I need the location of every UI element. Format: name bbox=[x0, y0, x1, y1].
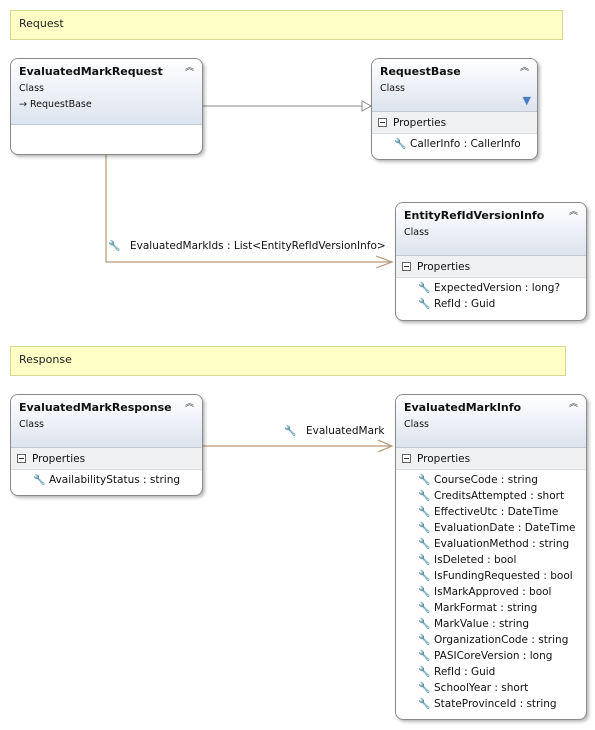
double-chevron-up-icon[interactable]: ︽ bbox=[184, 399, 194, 409]
section-label: Properties bbox=[393, 116, 447, 129]
section-properties[interactable]: Properties bbox=[396, 448, 586, 470]
property-item[interactable]: 🔧IsDeleted : bool bbox=[418, 554, 517, 566]
inherit-arrow-icon: → bbox=[19, 99, 27, 110]
property-item[interactable]: 🔧SchoolYear : short bbox=[418, 682, 529, 694]
section-properties[interactable]: Properties bbox=[11, 448, 202, 470]
wrench-icon: 🔧 bbox=[418, 634, 431, 646]
wrench-icon: 🔧 bbox=[418, 570, 431, 582]
property-item[interactable]: 🔧ExpectedVersion : long? bbox=[418, 282, 561, 294]
section-label: Properties bbox=[417, 452, 471, 465]
property-item[interactable]: 🔧StateProvinceId : string bbox=[418, 698, 557, 710]
inheritance-arrowhead bbox=[361, 100, 373, 112]
section-properties[interactable]: Properties bbox=[372, 112, 537, 134]
collapse-section-icon[interactable] bbox=[402, 262, 411, 271]
association-arrow-ids bbox=[375, 255, 394, 269]
wrench-icon: 🔧 bbox=[418, 554, 431, 566]
collapse-section-icon[interactable] bbox=[17, 454, 26, 463]
class-stereotype: Class bbox=[19, 83, 44, 94]
wrench-icon: 🔧 bbox=[418, 490, 431, 502]
wrench-icon: 🔧 bbox=[33, 474, 46, 486]
association-label-evaluated-mark[interactable]: 🔧 EvaluatedMark bbox=[284, 425, 385, 437]
wrench-icon: 🔧 bbox=[418, 698, 431, 710]
wrench-icon: 🔧 bbox=[418, 298, 431, 310]
class-stereotype: Class bbox=[404, 419, 429, 430]
property-item[interactable]: 🔧OrganizationCode : string bbox=[418, 634, 569, 646]
wrench-icon: 🔧 bbox=[418, 538, 431, 550]
property-item[interactable]: 🔧PASICoreVersion : long bbox=[418, 650, 553, 662]
note-request[interactable]: Request bbox=[10, 10, 563, 40]
wrench-icon: 🔧 bbox=[418, 682, 431, 694]
double-chevron-up-icon[interactable]: ︽ bbox=[568, 207, 578, 217]
property-item[interactable]: 🔧EvaluationDate : DateTime bbox=[418, 522, 576, 534]
class-base: → RequestBase bbox=[19, 99, 92, 110]
wrench-icon: 🔧 bbox=[418, 618, 431, 630]
class-evaluated-mark-response[interactable]: EvaluatedMarkResponse Class ︽ Properties… bbox=[10, 394, 203, 496]
property-item[interactable]: 🔧EffectiveUtc : DateTime bbox=[418, 506, 559, 518]
section-label: Properties bbox=[32, 452, 86, 465]
association-line-ids bbox=[105, 155, 392, 263]
property-item[interactable]: 🔧RefId : Guid bbox=[418, 298, 496, 310]
wrench-icon: 🔧 bbox=[108, 240, 121, 252]
class-name: RequestBase bbox=[380, 65, 461, 78]
class-request-base[interactable]: RequestBase Class ︽ ▼ Properties 🔧Caller… bbox=[371, 58, 538, 160]
double-chevron-up-icon[interactable]: ︽ bbox=[519, 63, 529, 73]
association-arrow-mark bbox=[377, 439, 394, 453]
class-evaluated-mark-request[interactable]: EvaluatedMarkRequest Class → RequestBase… bbox=[10, 58, 203, 155]
wrench-icon: 🔧 bbox=[418, 282, 431, 294]
property-item[interactable]: 🔧CallerInfo : CallerInfo bbox=[394, 138, 521, 150]
property-item[interactable]: 🔧RefId : Guid bbox=[418, 666, 496, 678]
wrench-icon: 🔧 bbox=[418, 650, 431, 662]
wrench-icon: 🔧 bbox=[418, 602, 431, 614]
property-item[interactable]: 🔧MarkFormat : string bbox=[418, 602, 538, 614]
property-item[interactable]: 🔧EvaluationMethod : string bbox=[418, 538, 570, 550]
class-evaluated-mark-info[interactable]: EvaluatedMarkInfo Class ︽ Properties 🔧Co… bbox=[395, 394, 587, 720]
wrench-icon: 🔧 bbox=[284, 425, 297, 437]
class-name: EvaluatedMarkInfo bbox=[404, 401, 522, 414]
double-chevron-up-icon[interactable]: ︽ bbox=[568, 399, 578, 409]
note-request-text: Request bbox=[19, 17, 64, 30]
section-properties[interactable]: Properties bbox=[396, 256, 586, 278]
class-stereotype: Class bbox=[380, 83, 405, 94]
collapse-section-icon[interactable] bbox=[378, 118, 387, 127]
class-name: EvaluatedMarkRequest bbox=[19, 65, 163, 78]
property-item[interactable]: 🔧MarkValue : string bbox=[418, 618, 530, 630]
class-stereotype: Class bbox=[404, 227, 429, 238]
class-name: EntityRefIdVersionInfo bbox=[404, 209, 545, 222]
property-item[interactable]: 🔧IsMarkApproved : bool bbox=[418, 586, 552, 598]
association-label-evaluated-mark-ids[interactable]: 🔧 EvaluatedMarkIds : List<EntityRefIdVer… bbox=[108, 240, 386, 252]
wrench-icon: 🔧 bbox=[418, 666, 431, 678]
property-item[interactable]: 🔧CourseCode : string bbox=[418, 474, 538, 486]
class-stereotype: Class bbox=[19, 419, 44, 430]
wrench-icon: 🔧 bbox=[418, 586, 431, 598]
filter-icon[interactable]: ▼ bbox=[522, 94, 531, 107]
collapse-section-icon[interactable] bbox=[402, 454, 411, 463]
wrench-icon: 🔧 bbox=[418, 474, 431, 486]
note-response[interactable]: Response bbox=[10, 346, 566, 376]
property-item[interactable]: 🔧CreditsAttempted : short bbox=[418, 490, 565, 502]
class-entity-ref-id-version-info[interactable]: EntityRefIdVersionInfo Class ︽ Propertie… bbox=[395, 202, 587, 321]
wrench-icon: 🔧 bbox=[418, 506, 431, 518]
wrench-icon: 🔧 bbox=[394, 138, 407, 150]
note-response-text: Response bbox=[19, 353, 72, 366]
section-label: Properties bbox=[417, 260, 471, 273]
property-item[interactable]: 🔧IsFundingRequested : bool bbox=[418, 570, 573, 582]
double-chevron-up-icon[interactable]: ︽ bbox=[184, 63, 194, 73]
property-item[interactable]: 🔧AvailabilityStatus : string bbox=[33, 474, 181, 486]
class-name: EvaluatedMarkResponse bbox=[19, 401, 172, 414]
wrench-icon: 🔧 bbox=[418, 522, 431, 534]
